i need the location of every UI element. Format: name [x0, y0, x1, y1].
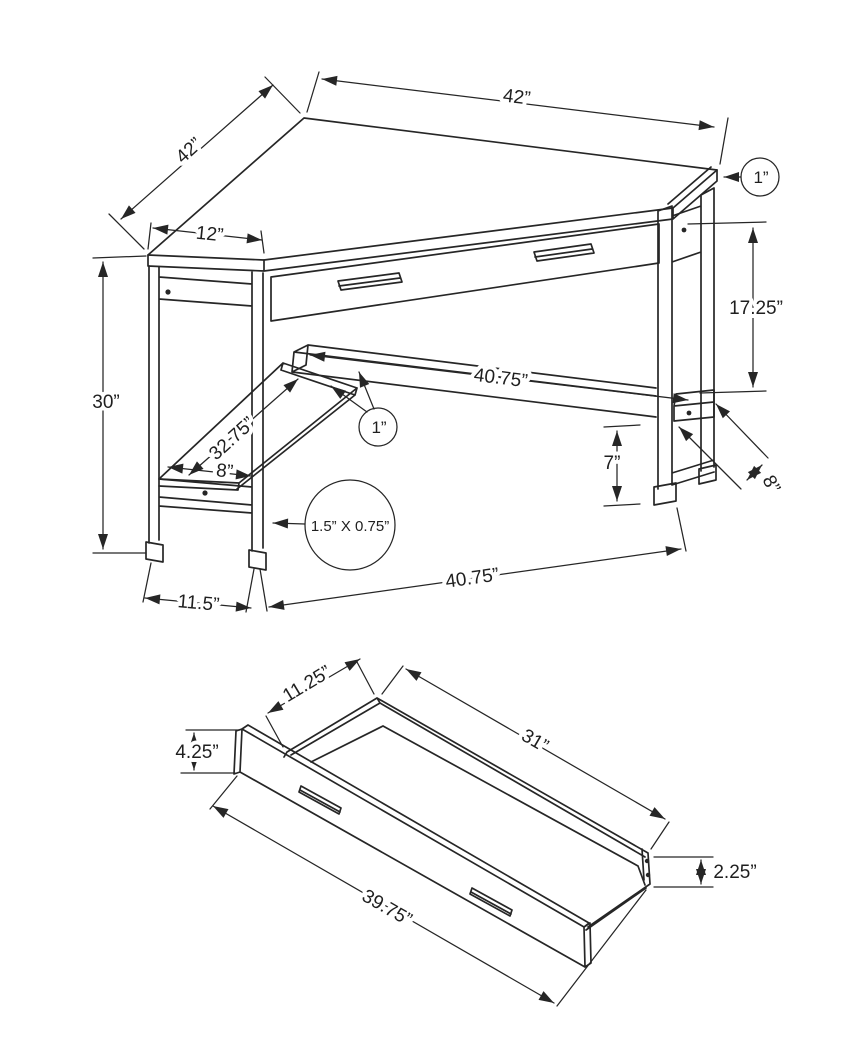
dim-label-42-left: 42” [172, 134, 206, 168]
dim-label-42-right: 42” [502, 85, 532, 109]
desk-drawer-front [270, 223, 660, 322]
dim-label-31: 31” [518, 725, 552, 757]
dim-line-8-side [746, 464, 763, 481]
screw-dot [202, 490, 208, 496]
callout-label-top-thickness: 1” [753, 168, 768, 187]
dim-line-12 [152, 224, 263, 244]
dim-label-30: 30” [92, 392, 119, 413]
leader-side-shelf-a [715, 403, 769, 459]
ext-lines-7 [603, 424, 641, 507]
ext-lines-4-25 [180, 729, 241, 774]
keyboard-shelf [158, 362, 358, 491]
right-leg-frame [653, 187, 717, 506]
dim-line-11-5 [144, 594, 252, 612]
ext-lines-31 [381, 665, 670, 850]
leader-tube-profile [272, 518, 306, 529]
dim-line-39-75 [212, 805, 555, 1004]
dim-label-39-75: 39.75” [358, 886, 415, 931]
dim-label-40-75-base: 40.75” [444, 564, 500, 592]
dim-label-17-25: 17.25” [729, 298, 783, 319]
callout-circle-panel-thickness [358, 407, 398, 447]
dim-label-7: 7” [604, 453, 621, 474]
screw-dot [645, 872, 651, 878]
dim-label-4-25: 4.25” [175, 742, 218, 763]
screw-dot [165, 289, 171, 295]
leader-panel-thickness-a [330, 385, 368, 413]
dim-label-11-5: 11.5” [177, 591, 221, 616]
dim-label-11-25: 11.25” [279, 662, 335, 707]
dim-line-11-25 [267, 658, 361, 714]
leader-panel-thickness-b [358, 371, 375, 410]
dim-line-31 [405, 668, 666, 820]
dim-line-42-right [321, 75, 715, 131]
dim-line-8-keyboard [167, 463, 252, 480]
ext-lines-42-left [108, 76, 301, 250]
dim-label-40-75-beam: 40.75” [473, 365, 529, 392]
drawer-front-panel [233, 724, 592, 968]
ext-lines-30 [92, 255, 147, 554]
dim-line-32-75 [188, 378, 299, 476]
ext-lines-2-25 [653, 856, 714, 888]
callout-label-tube-profile: 1.5” X 0.75” [311, 518, 389, 535]
ext-lines-40-75-base [259, 507, 687, 612]
dim-label-8-keyboard: 8” [215, 460, 234, 483]
desktop-top-face [147, 117, 718, 261]
desktop-edge-thickness [147, 166, 718, 272]
screw-dot [686, 410, 692, 416]
ext-lines-39-75 [209, 775, 647, 1007]
corner-desk-drawing: 42” 42” 12” 1” 17.25” 30” 40.75” 1” 7” [88, 71, 788, 620]
dim-label-12: 12” [195, 223, 225, 247]
leader-side-shelf-b [678, 426, 742, 490]
dim-label-2-25: 2.25” [713, 862, 756, 883]
side-shelf [673, 389, 715, 422]
ext-lines-42-right [306, 71, 729, 165]
dim-line-42-left [120, 84, 274, 220]
dim-line-40-75-beam [309, 351, 689, 404]
screw-dot [681, 227, 687, 233]
screw-dot [644, 858, 650, 864]
callout-label-panel-thickness: 1” [371, 418, 386, 437]
drawer-handles [298, 785, 513, 917]
desk-drawer-handles [337, 243, 595, 291]
drawer-drawing: 11.25” 4.25” 31” 2.25” 39.75” [171, 658, 761, 1007]
dim-label-8-side: 8” [758, 472, 784, 497]
ext-lines-17-25 [687, 221, 767, 394]
dim-line-40-75-base [268, 546, 682, 610]
